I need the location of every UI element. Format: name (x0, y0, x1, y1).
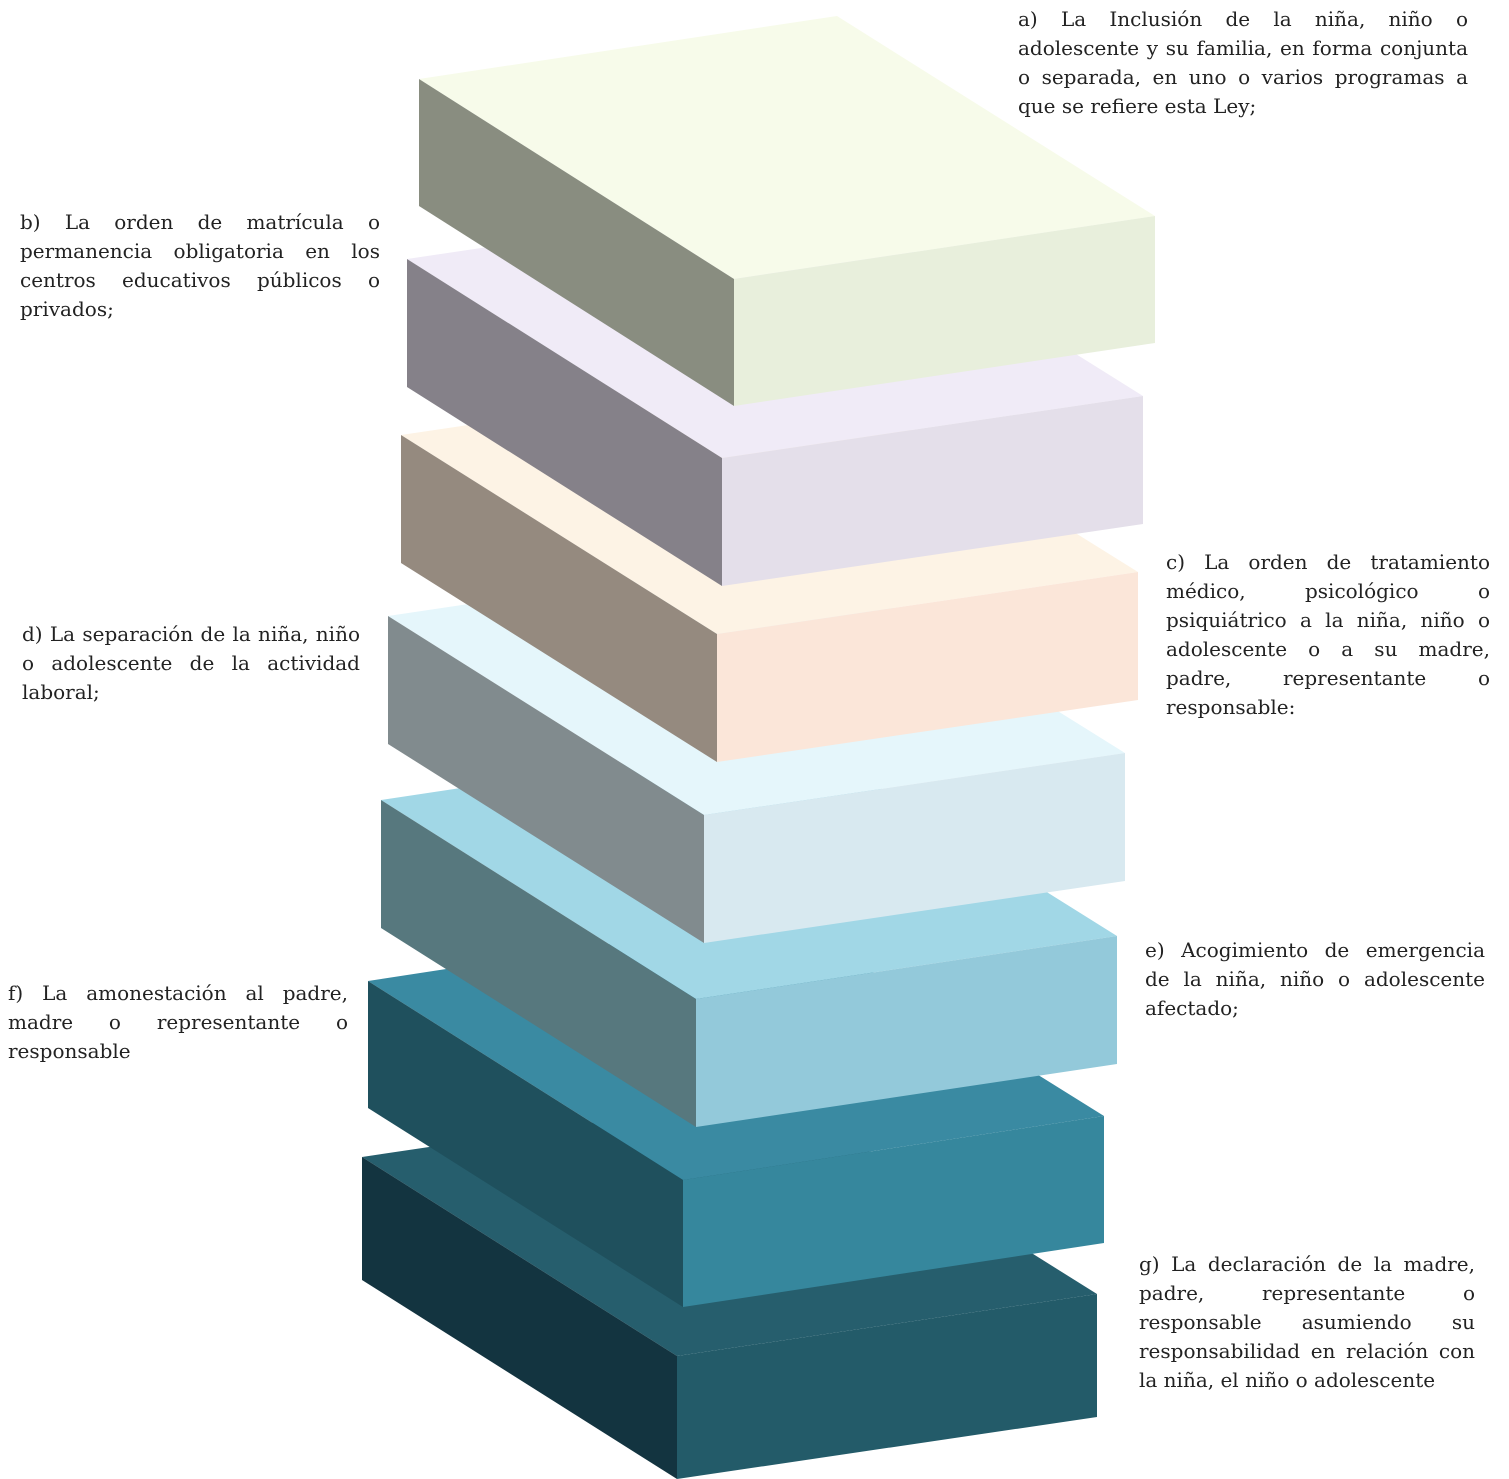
slab-c-left (401, 435, 717, 762)
slab-e-right (696, 936, 1117, 1127)
slab-d-left (388, 616, 704, 943)
slab-b-left (407, 259, 722, 586)
layer-a-label: a) La Inclusión de la niña, niño o adole… (1018, 7, 1468, 118)
layer-e-label: e) Acogimiento de emergencia de la niña,… (1145, 938, 1485, 1020)
slab-c-right (717, 572, 1138, 762)
slab-d-right (704, 753, 1125, 943)
slab-a (419, 16, 1155, 406)
slab-e-left (381, 800, 696, 1127)
slab-b-right (722, 396, 1143, 586)
slab-a-right (734, 216, 1155, 406)
layer-g-label: g) La declaración de la madre, padre, re… (1139, 1252, 1475, 1392)
slab-f-right (683, 1116, 1104, 1307)
layer-c-label: c) La orden de tratamiento médico, psico… (1166, 550, 1490, 719)
slab-g-left (362, 1157, 677, 1479)
layer-f-label: f) La amonestación al padre, madre o rep… (8, 981, 348, 1063)
slab-a-top (419, 16, 1155, 279)
slab-a-left (419, 79, 734, 406)
slab-g-right (677, 1294, 1097, 1479)
layer-d-label: d) La separación de la niña, niño o adol… (22, 622, 360, 704)
layer-b-label: b) La orden de matrícula o permanencia o… (20, 210, 380, 321)
slab-f-left (368, 981, 683, 1307)
